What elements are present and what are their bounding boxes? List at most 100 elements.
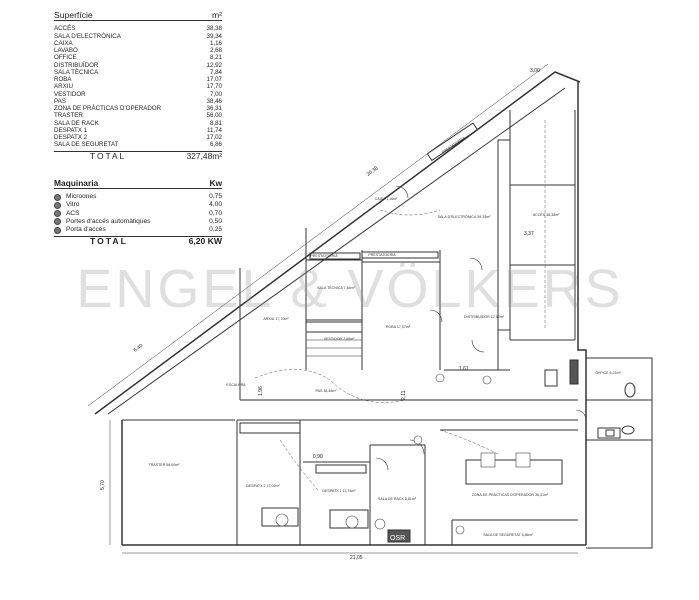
surface-row-name: ROBA [54,76,72,83]
machinery-row-name: Microones [66,193,97,201]
room-label: SALA DE SEGURETAT 6,86m² [483,533,533,537]
surface-row-name: ZONA DE PRÀCTICAS D'OPERADOR [54,105,162,112]
room-label: ACCÉS 38,38m² [533,212,560,217]
surface-row-value: 12,92 [206,61,222,69]
surface-row: SALA DE SEGURETAT 6,86 [54,141,222,148]
surface-row-value: 7,84 [209,68,222,76]
dim-label: 0,90 [313,454,323,460]
dim-label: 5,70 [100,480,106,490]
surface-unit: m² [211,10,222,20]
dim-label: 1,96 [258,386,264,396]
room-label: CAIXA 1,16m² [375,197,399,201]
surface-total: TOTAL 327,48m² [54,150,222,161]
surface-row-name: DESPATX 1 [54,126,88,134]
diagonal-wall [94,71,581,415]
surface-row-name: OFFICE [54,54,77,62]
surface-row-name: DISTRIBUÏDOR [54,61,99,69]
machinery-row: Microones 0,75 [54,193,222,201]
room-label: ZONA DE PRÀCTICAS D'OPERADOR 36,31m² [472,493,549,497]
surface-row-value: 56,00 [206,112,222,120]
surface-row-value: 36,31 [206,105,222,112]
dim-label: 6,40 [133,343,145,354]
machinery-row-label: Vitro [54,201,80,210]
surface-row-value: 17,02 [206,134,222,141]
surface-row-name: ACCÉS [54,25,76,33]
room-label: SALA D'ELECTRÒNICA 39,34m² [438,214,492,219]
osr-label: OSR [390,535,405,542]
surface-row-name: SALA D'ELECTRÒNICA [54,32,121,40]
machinery-row: Portes d'accés automàtiques 0,50 [54,218,222,226]
dim-label: 1,61 [459,366,469,372]
surface-row: ZONA DE PRÀCTICAS D'OPERADOR 36,31 [54,105,222,112]
machinery-total: TOTAL 6,20 KW [54,236,222,247]
machinery-row-name: ACS [66,209,80,217]
surface-row-name: VESTIDOR [54,90,86,98]
surface-row-value: 8,21 [209,54,222,62]
surface-row-name: SALA DE SEGURETAT [54,141,119,149]
surface-row-value: 6,86 [209,141,222,149]
machinery-row-name: Vitro [66,201,80,209]
machinery-row-value: 0,70 [209,209,222,217]
dim-label: 2,11 [401,390,407,400]
surface-row: OFFICE 8,21 [54,54,222,61]
room-label: DISTRIBUÏDOR 12,92m² [464,315,505,319]
room-label: SALA TÈCNICA 7,84m² [317,285,355,290]
bullet-icon [54,218,61,226]
machinery-row-label: ACS [54,210,80,218]
dim-label: 21,05 [350,555,363,561]
surface-row-name: DESPATX 2 [54,134,88,141]
machinery-row-name: Porta d'accés [66,226,106,234]
room-label: DESPATX 1 11,74m² [322,489,356,493]
room-label: PAS 38,46m² [315,389,337,393]
osc-label: OSC [580,361,587,376]
room-label: DESPATX 2 17,02m² [246,484,280,488]
dim-label: 20,38 [366,165,380,177]
machinery-row-label: Porta d'accés [54,226,106,234]
dim-label: 3,00 [530,68,540,74]
bullet-icon [54,193,61,201]
surface-row-value: 1,16 [209,39,222,47]
surface-total-label: TOTAL [90,150,127,161]
machinery-row-value: 0,50 [209,217,222,225]
surface-row: DISTRIBUÏDOR 12,92 [54,62,222,69]
machinery-header: Maquinaria Kw [54,179,222,190]
stair-label: ESCALERA [226,383,246,387]
shelf-label: PRESTATGERIA [441,136,466,155]
bullet-icon [54,202,61,210]
machinery-total-value: 6,20 KW [188,236,222,247]
shelf-label: PRESTATGERIA [368,253,396,257]
surface-row-name: LAVABO [54,47,78,54]
room-label: SALA DE RACK 8,81m² [378,497,417,501]
surface-title: Superfície [54,10,93,20]
watermark: ENGEL & VÖLKERS [76,259,624,319]
machinery-row-value: 0,75 [209,193,222,201]
surface-header: Superfície m² [54,10,222,22]
machinery-total-label: TOTAL [90,236,128,247]
surface-row: DESPATX 2 17,02 [54,134,222,141]
room-label: ARXIU 17,70m² [263,317,289,321]
room-label: VESTIDOR 7,00m² [324,337,355,341]
machinery-row-label: Portes d'accés automàtiques [54,218,150,226]
surface-row-value: 39,34 [206,32,222,40]
machinery-row: ACS 0,70 [54,210,222,218]
surface-row-name: PAS [54,97,66,105]
surface-row-name: ARXIU [54,83,73,91]
shelf-label: PRESTATGERIA [310,254,338,258]
bullet-icon [54,226,61,234]
surface-total-value: 327,48m² [186,150,222,161]
room-label: OFFICE 8,21m² [595,371,621,375]
machinery-row-label: Microones [54,193,96,201]
